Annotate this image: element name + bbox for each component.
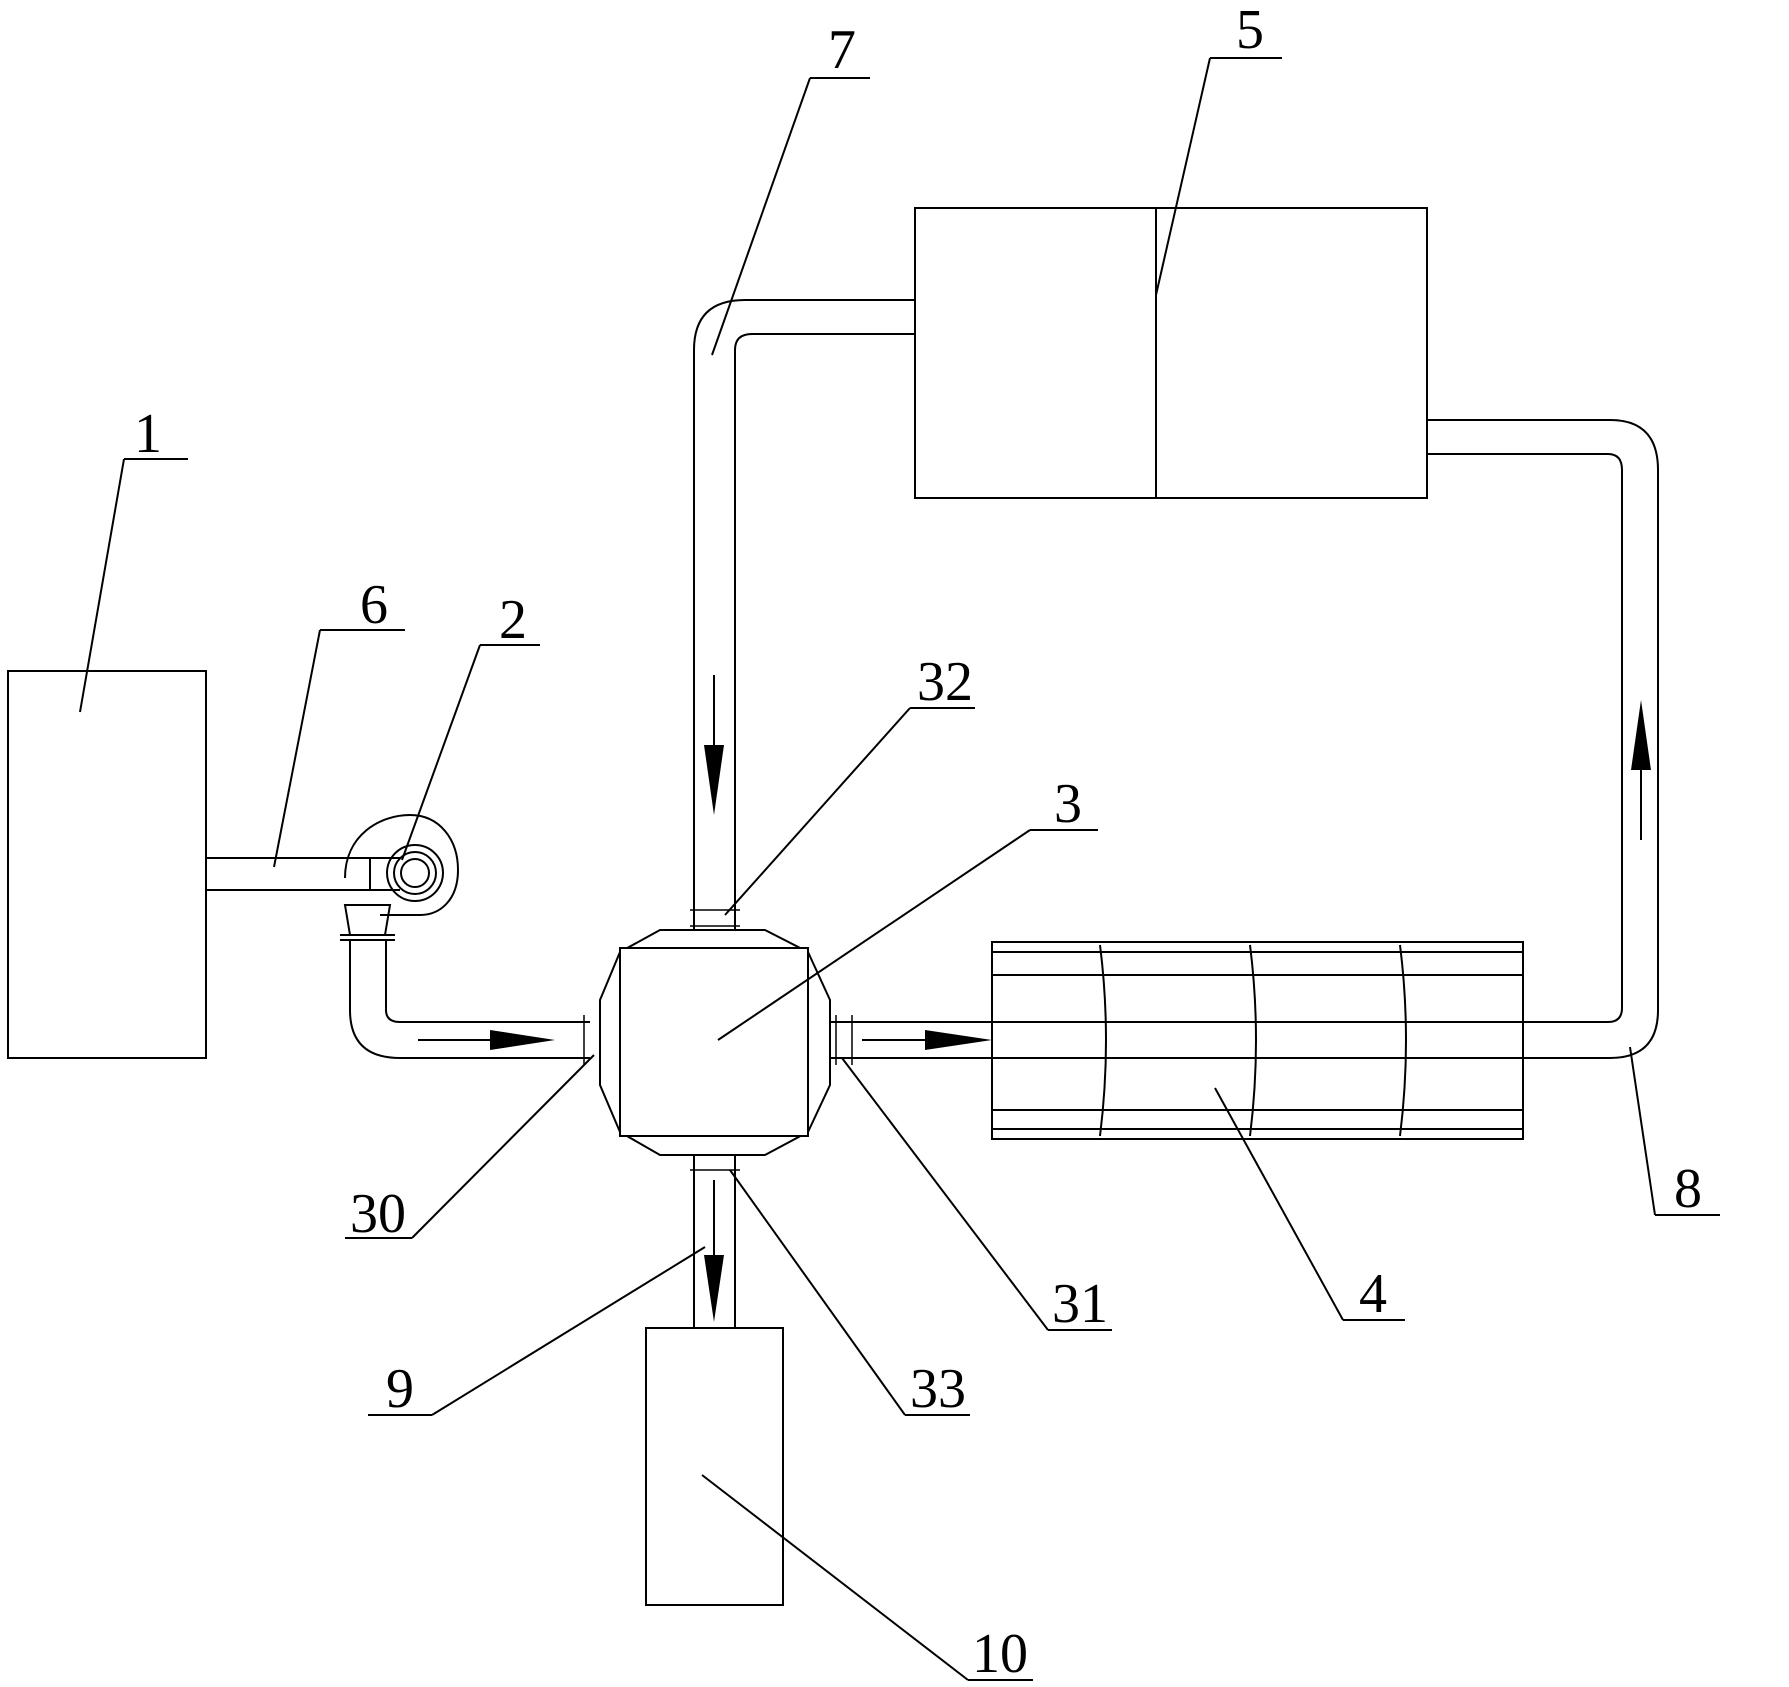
- label-32: 32: [917, 651, 973, 713]
- label-1: 1: [134, 403, 162, 465]
- drum-4: [991, 941, 1524, 1140]
- label-30: 30: [350, 1183, 406, 1245]
- port-32: [690, 909, 740, 930]
- label-9: 9: [386, 1358, 414, 1420]
- arrow-down-pipe-9: [704, 1180, 724, 1322]
- arrow-down-pipe-7: [704, 675, 724, 815]
- unit-1-box: [7, 670, 207, 1059]
- leader-lines: [79, 57, 1720, 1681]
- label-7: 7: [828, 19, 856, 81]
- pipe-9: [693, 1170, 736, 1328]
- arrow-right-inlet: [418, 1030, 555, 1050]
- label-8: 8: [1674, 1158, 1702, 1220]
- label-6: 6: [360, 574, 388, 636]
- unit-10-box: [645, 1327, 784, 1606]
- label-33: 33: [910, 1358, 966, 1420]
- pipe-inlet-to-reactor: [349, 940, 601, 1065]
- label-2: 2: [499, 589, 527, 651]
- arrow-up-pipe-8: [1631, 700, 1651, 840]
- pipe-6: [206, 857, 400, 891]
- reactor-3: [599, 929, 831, 1156]
- arrow-right-outlet: [862, 1030, 992, 1050]
- label-5: 5: [1236, 0, 1264, 61]
- label-3: 3: [1054, 773, 1082, 835]
- port-31: [830, 1015, 992, 1065]
- label-31: 31: [1052, 1273, 1108, 1335]
- unit-5: [914, 207, 1428, 499]
- label-10: 10: [972, 1623, 1028, 1685]
- fan-2: [340, 813, 460, 941]
- port-33: [690, 1154, 740, 1171]
- label-4: 4: [1359, 1263, 1387, 1325]
- pipe-7: [693, 299, 915, 910]
